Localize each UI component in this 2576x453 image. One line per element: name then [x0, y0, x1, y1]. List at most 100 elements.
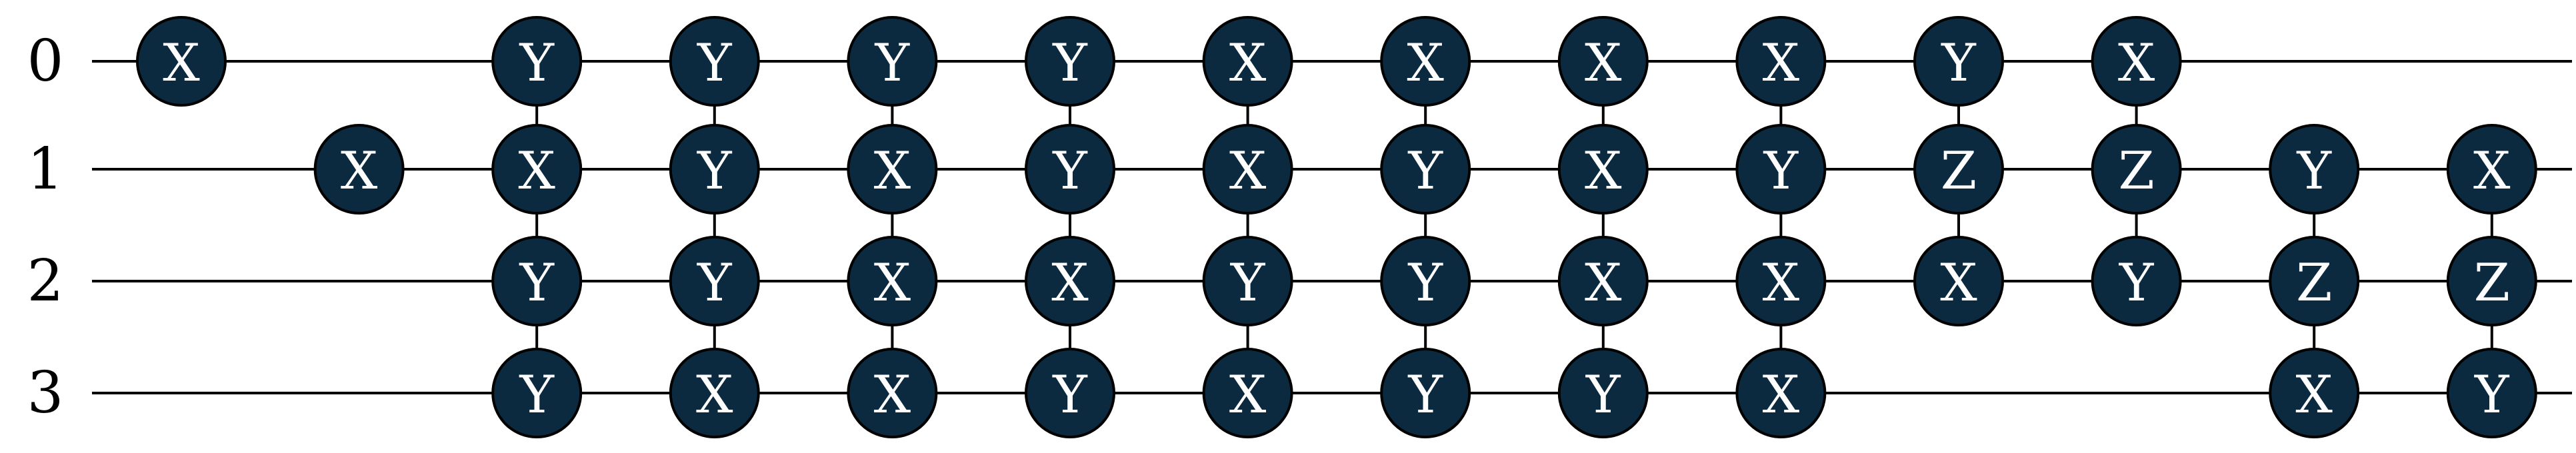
- gate-circle: [1913, 16, 2004, 107]
- gate-circle: [2091, 124, 2182, 215]
- gate-label: Z: [1941, 141, 1977, 201]
- qubit-label-3: 3: [27, 360, 64, 426]
- gate-label: Y: [2119, 253, 2155, 313]
- gate-circle: [1202, 348, 1293, 438]
- gate-label: Z: [2474, 253, 2510, 313]
- gate-circle: [1735, 124, 1827, 215]
- gate-x-q2: X: [847, 236, 938, 326]
- gate-label: Y: [1763, 141, 1799, 201]
- gate-circle: [1380, 348, 1471, 438]
- gate-circle: [847, 124, 938, 215]
- gate-circle: [1202, 16, 1293, 107]
- gate-label: X: [2473, 141, 2511, 201]
- gate-y-q3: Y: [1380, 348, 1471, 438]
- gate-circle: [1202, 124, 1293, 215]
- gate-circle: [313, 124, 405, 215]
- gate-label: X: [341, 141, 378, 201]
- gate-z-q1: Z: [1913, 124, 2004, 215]
- gate-circle: [1025, 124, 1115, 215]
- gate-y-q3: Y: [2446, 348, 2537, 438]
- gate-circle: [2091, 236, 2182, 326]
- gate-x-q3: X: [669, 348, 760, 438]
- gate-circle: [2446, 348, 2537, 438]
- gate-label: Y: [697, 253, 733, 313]
- gate-z-q2: Z: [2269, 236, 2360, 326]
- gate-x-q1: X: [313, 124, 405, 215]
- gate-x-q1: X: [847, 124, 938, 215]
- gate-circle: [491, 348, 583, 438]
- gate-circle: [2269, 124, 2360, 215]
- gate-x-q0: X: [1735, 16, 1827, 107]
- gate-circle: [2446, 236, 2537, 326]
- gate-circle: [491, 124, 583, 215]
- gate-y-q3: Y: [1557, 348, 1649, 438]
- gate-x-q1: X: [1202, 124, 1293, 215]
- gate-circle: [1025, 16, 1115, 107]
- gate-label: X: [1763, 365, 1800, 425]
- gate-y-q0: Y: [669, 16, 760, 107]
- gates: XXYXYYYYYXYXXXYYXYXXYXXYYYXXXYXYXXYZXXZY…: [136, 16, 2537, 438]
- gate-y-q2: Y: [491, 236, 583, 326]
- qubit-label-0: 0: [27, 28, 64, 95]
- gate-circle: [1735, 348, 1827, 438]
- gate-label: X: [1407, 33, 1444, 93]
- gate-circle: [1025, 236, 1115, 326]
- gate-label: X: [1763, 253, 1800, 313]
- gate-label: Y: [519, 253, 555, 313]
- gate-circle: [491, 16, 583, 107]
- gate-y-q3: Y: [1025, 348, 1115, 438]
- gate-circle: [1557, 124, 1649, 215]
- gate-label: Y: [519, 33, 555, 93]
- gate-y-q2: Y: [669, 236, 760, 326]
- gate-label: X: [2118, 33, 2155, 93]
- gate-circle: [669, 124, 760, 215]
- gate-label: Y: [1052, 141, 1088, 201]
- gate-label: Y: [697, 141, 733, 201]
- gate-x-q1: X: [1557, 124, 1649, 215]
- gate-circle: [669, 348, 760, 438]
- gate-label: Y: [2474, 365, 2510, 425]
- gate-connectors: [535, 61, 2493, 393]
- gate-label: X: [1763, 33, 1800, 93]
- gate-circle: [1380, 16, 1471, 107]
- gate-circle: [2269, 348, 2360, 438]
- gate-circle: [1202, 236, 1293, 326]
- gate-x-q3: X: [2269, 348, 2360, 438]
- gate-y-q0: Y: [491, 16, 583, 107]
- gate-label: X: [1940, 253, 1977, 313]
- gate-y-q1: Y: [1380, 124, 1471, 215]
- wires: [92, 60, 2572, 394]
- gate-circle: [1025, 348, 1115, 438]
- gate-label: X: [1585, 141, 1622, 201]
- gate-circle: [669, 16, 760, 107]
- gate-circle: [2091, 16, 2182, 107]
- gate-label: Y: [1941, 33, 1977, 93]
- qubit-label-2: 2: [27, 248, 64, 314]
- gate-x-q1: X: [2446, 124, 2537, 215]
- gate-circle: [847, 16, 938, 107]
- gate-label: Z: [2296, 253, 2332, 313]
- gate-y-q0: Y: [1913, 16, 2004, 107]
- gate-x-q3: X: [1202, 348, 1293, 438]
- gate-x-q0: X: [136, 16, 227, 107]
- gate-circle: [491, 236, 583, 326]
- gate-x-q2: X: [1025, 236, 1115, 326]
- gate-y-q2: Y: [2091, 236, 2182, 326]
- gate-y-q2: Y: [1202, 236, 1293, 326]
- gate-circle: [2269, 236, 2360, 326]
- gate-x-q0: X: [1380, 16, 1471, 107]
- gate-z-q1: Z: [2091, 124, 2182, 215]
- gate-circle: [1913, 124, 2004, 215]
- gate-label: Y: [2296, 141, 2332, 201]
- gate-label: Y: [1407, 365, 1443, 425]
- gate-label: Y: [1585, 365, 1621, 425]
- gate-x-q3: X: [847, 348, 938, 438]
- gate-label: X: [1229, 141, 1267, 201]
- gate-circle: [1735, 16, 1827, 107]
- gate-y-q1: Y: [1025, 124, 1115, 215]
- gate-y-q2: Y: [1380, 236, 1471, 326]
- gate-label: Y: [697, 33, 733, 93]
- gate-label: X: [874, 365, 911, 425]
